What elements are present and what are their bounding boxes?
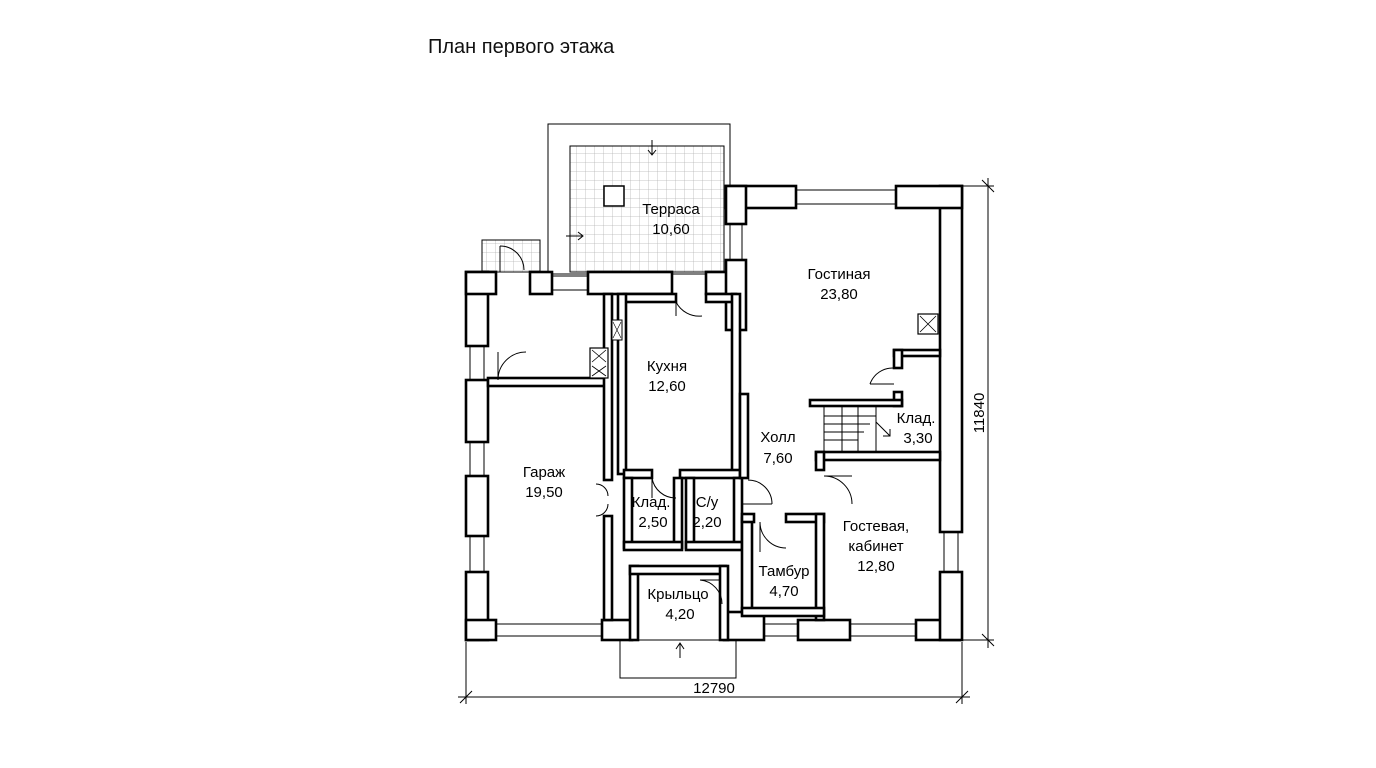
interior-walls	[486, 292, 942, 642]
room-area-storage-lower: 2,50	[638, 514, 667, 531]
room-name-guest-line1: Гостевая,	[843, 518, 909, 535]
room-name-living: Гостиная	[808, 266, 871, 283]
room-area-vestibule: 4,70	[769, 583, 798, 600]
width-dimension-label: 12790	[693, 680, 735, 697]
staircase	[823, 405, 891, 453]
dimension-height: 11840	[962, 178, 995, 648]
room-name-hall: Холл	[760, 429, 795, 446]
chimney-icon	[603, 185, 625, 207]
room-area-kitchen: 12,60	[648, 378, 686, 395]
room-area-terrace: 10,60	[652, 221, 690, 238]
room-name-storage-upper: Клад.	[897, 410, 936, 427]
room-name-kitchen: Кухня	[647, 358, 687, 375]
room-area-living: 23,80	[820, 286, 858, 303]
plan-title: План первого этажа	[428, 36, 615, 58]
exterior-walls	[464, 184, 964, 642]
room-area-guest: 12,80	[857, 558, 895, 575]
room-name-garage: Гараж	[523, 464, 565, 481]
side-entrance-pad	[481, 239, 541, 273]
room-name-guest-line2: кабинет	[848, 538, 903, 555]
windows	[469, 189, 959, 637]
room-area-garage: 19,50	[525, 484, 563, 501]
room-name-storage-lower: Клад.	[632, 494, 671, 511]
room-area-bathroom: 2,20	[692, 514, 721, 531]
doors	[497, 245, 895, 605]
porch-step	[619, 639, 737, 679]
fireplace-icon	[611, 313, 939, 341]
terrace	[547, 123, 731, 275]
room-labels: Терраса 10,60 Гостиная 23,80 Кухня 12,60…	[523, 201, 936, 623]
stove-icon	[589, 347, 609, 379]
room-name-bathroom: С/у	[696, 494, 719, 511]
height-dimension-label: 11840	[971, 393, 988, 434]
dimension-width: 12790	[458, 642, 970, 704]
room-name-porch: Крыльцо	[647, 586, 708, 603]
entry-arrow-icon	[675, 642, 685, 650]
room-name-vestibule: Тамбур	[759, 563, 810, 580]
room-name-terrace: Терраса	[642, 201, 700, 218]
stair-arrow-icon	[883, 429, 891, 437]
room-area-porch: 4,20	[665, 606, 694, 623]
room-area-hall: 7,60	[763, 450, 792, 467]
room-area-storage-upper: 3,30	[903, 430, 932, 447]
